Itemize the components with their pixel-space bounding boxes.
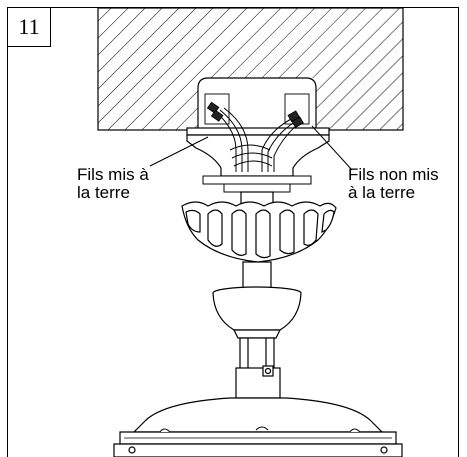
motor-housing [113, 397, 403, 457]
grounded-leader-line [149, 136, 209, 167]
ungrounded-leader-line [311, 125, 353, 171]
grounded-label-line-2: la terre [77, 183, 130, 202]
ungrounded-label-line-1: Fils non mis [348, 165, 439, 184]
grounded-wires-label: Fils mis à la terre [77, 166, 187, 202]
downrod-middle [242, 261, 272, 289]
ungrounded-wires-label: Fils non mis à la terre [348, 166, 463, 202]
ungrounded-label-line-2: à la terre [348, 183, 416, 202]
coupler [235, 337, 281, 399]
mounting-bracket [186, 127, 330, 136]
canopy [186, 134, 330, 193]
decorative-cup [181, 201, 337, 263]
grounded-label-line-1: Fils mis à [77, 165, 149, 184]
motor-collar [212, 286, 302, 339]
step-number-badge: 11 [7, 7, 51, 47]
wire-connectors [206, 101, 304, 129]
